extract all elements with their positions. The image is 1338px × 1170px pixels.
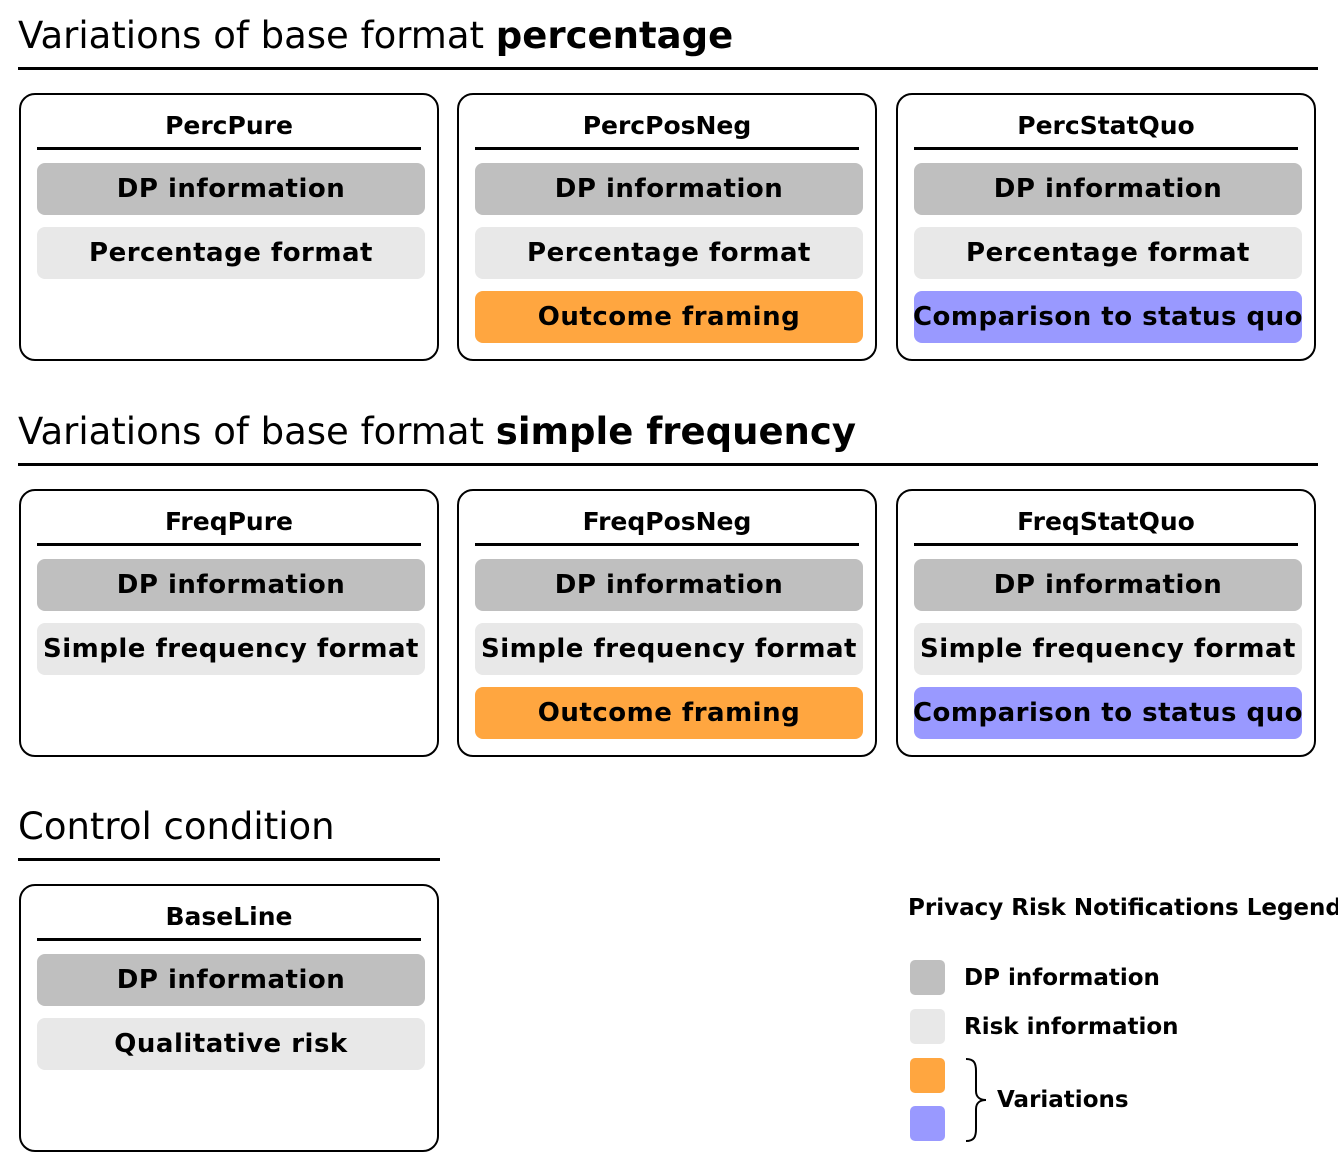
section-title-percentage: Variations of base format percentage	[18, 14, 733, 58]
card-percpure: PercPure DP information Percentage forma…	[19, 93, 439, 361]
card-divider	[475, 543, 859, 546]
block-comparison-status-quo: Comparison to status quo	[913, 687, 1303, 739]
legend-title: Privacy Risk Notifications Legend	[908, 895, 1338, 921]
block-dp-information: DP information	[37, 163, 425, 215]
legend-brace-icon	[965, 1058, 987, 1142]
legend-label-dp: DP information	[964, 965, 1160, 991]
section-title-prefix: Control condition	[18, 805, 335, 848]
section-title-bold: simple frequency	[495, 410, 856, 453]
section-title-control-condition: Control condition	[18, 805, 335, 849]
block-dp-information: DP information	[914, 163, 1302, 215]
legend-swatch-risk	[910, 1009, 945, 1044]
block-risk-information: Simple frequency format	[475, 623, 863, 675]
card-divider	[475, 147, 859, 150]
block-comparison-status-quo: Comparison to status quo	[913, 291, 1303, 343]
block-dp-information: DP information	[37, 954, 425, 1006]
section-rule	[18, 67, 1318, 70]
card-freqpure: FreqPure DP information Simple frequency…	[19, 489, 439, 757]
block-risk-information: Percentage format	[475, 227, 863, 279]
block-outcome-framing: Outcome framing	[475, 291, 863, 343]
card-baseline: BaseLine DP information Qualitative risk	[19, 884, 439, 1152]
block-risk-information: Percentage format	[914, 227, 1302, 279]
block-risk-information: Simple frequency format	[914, 623, 1302, 675]
legend-label-risk: Risk information	[964, 1014, 1179, 1040]
section-title-bold: percentage	[495, 14, 734, 57]
block-risk-information: Percentage format	[37, 227, 425, 279]
block-dp-information: DP information	[475, 559, 863, 611]
card-percposneg: PercPosNeg DP information Percentage for…	[457, 93, 877, 361]
section-rule	[18, 858, 440, 861]
card-divider	[37, 543, 421, 546]
card-divider	[914, 543, 1298, 546]
legend-swatch-dp	[910, 960, 945, 995]
legend-swatch-outcome	[910, 1058, 945, 1093]
block-dp-information: DP information	[475, 163, 863, 215]
card-divider	[37, 938, 421, 941]
card-title: FreqStatQuo	[1017, 507, 1195, 536]
block-risk-information: Simple frequency format	[37, 623, 425, 675]
block-outcome-framing: Outcome framing	[475, 687, 863, 739]
section-title-simple-frequency: Variations of base format simple frequen…	[18, 410, 856, 454]
section-title-prefix: Variations of base format	[18, 14, 496, 57]
block-risk-information: Qualitative risk	[37, 1018, 425, 1070]
section-title-prefix: Variations of base format	[18, 410, 496, 453]
card-title: BaseLine	[165, 902, 293, 931]
card-title: PercPosNeg	[582, 111, 752, 140]
card-freqstatquo: FreqStatQuo DP information Simple freque…	[896, 489, 1316, 757]
card-title: PercPure	[165, 111, 293, 140]
card-divider	[914, 147, 1298, 150]
legend-label-variations: Variations	[997, 1087, 1129, 1113]
card-title: FreqPosNeg	[582, 507, 752, 536]
section-rule	[18, 463, 1318, 466]
card-percstatquo: PercStatQuo DP information Percentage fo…	[896, 93, 1316, 361]
block-dp-information: DP information	[37, 559, 425, 611]
block-dp-information: DP information	[914, 559, 1302, 611]
legend-swatch-statusquo	[910, 1106, 945, 1141]
card-freqposneg: FreqPosNeg DP information Simple frequen…	[457, 489, 877, 757]
card-title: PercStatQuo	[1017, 111, 1195, 140]
card-title: FreqPure	[164, 507, 294, 536]
card-divider	[37, 147, 421, 150]
